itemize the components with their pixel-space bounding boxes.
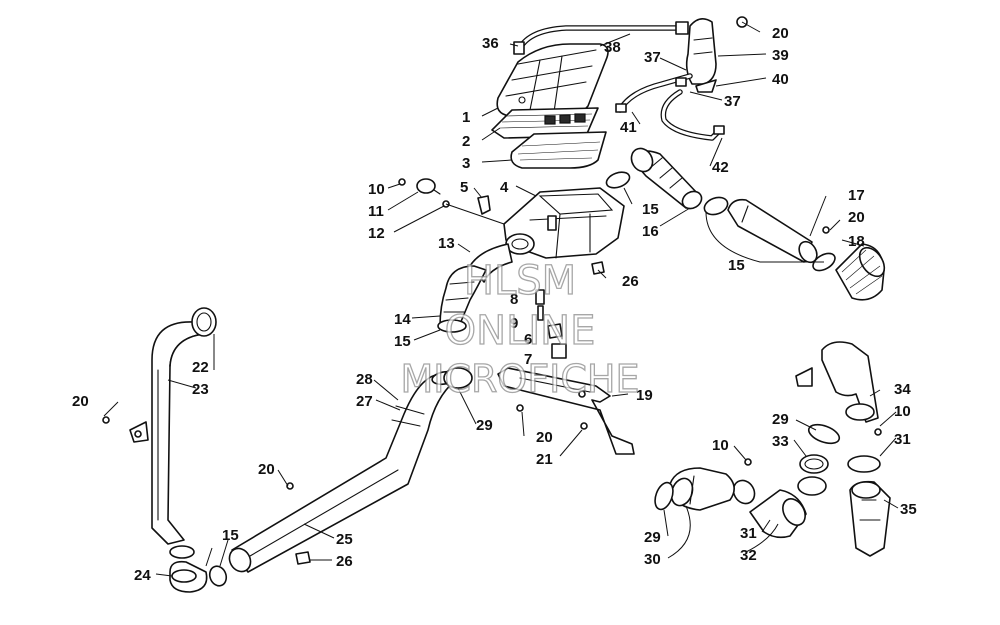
screw-21 <box>580 422 588 430</box>
adapter-32 <box>749 489 807 539</box>
callout-33: 33 <box>772 433 789 450</box>
clamp-31-right <box>847 428 882 473</box>
hose-clamp-37 <box>615 77 725 135</box>
support-bracket <box>497 367 635 455</box>
watermark: HLSM ONLINE MICROFICHE <box>400 257 640 401</box>
callout-2: 2 <box>462 133 470 150</box>
callout-10-b: 10 <box>894 403 911 420</box>
callout-3: 3 <box>462 155 470 172</box>
callout-32: 32 <box>740 547 757 564</box>
callout-15-b: 15 <box>642 201 659 218</box>
callout-1: 1 <box>462 109 470 126</box>
callout-42: 42 <box>712 159 729 176</box>
callout-24: 24 <box>134 567 151 584</box>
callout-31-b: 31 <box>740 525 757 542</box>
callout-35: 35 <box>900 501 917 518</box>
callout-10-c: 10 <box>712 437 729 454</box>
air-filter-element <box>491 107 599 139</box>
callout-21: 21 <box>536 451 553 468</box>
screw-20-right <box>822 226 830 234</box>
callout-26-a: 26 <box>622 273 639 290</box>
callout-15-d: 15 <box>222 527 239 544</box>
nut-26-lower <box>295 551 311 565</box>
drain-valve <box>535 289 567 359</box>
callout-12: 12 <box>368 225 385 242</box>
clamp-29-lower <box>654 481 674 511</box>
duct-35 <box>849 480 891 557</box>
clamp-15-top <box>605 171 729 216</box>
callout-30: 30 <box>644 551 661 568</box>
callout-20-d: 20 <box>72 393 89 410</box>
callout-7: 7 <box>524 351 532 368</box>
callout-10-a: 10 <box>368 181 385 198</box>
duct-34 <box>795 341 879 423</box>
elbow-24 <box>169 545 208 593</box>
callout-29-a: 29 <box>476 417 493 434</box>
clip-5 <box>477 195 491 215</box>
intake-duct-14 <box>437 265 487 333</box>
callout-34: 34 <box>894 381 911 398</box>
nut-26-top <box>591 261 605 275</box>
callout-19: 19 <box>636 387 653 404</box>
callout-20-b: 20 <box>848 209 865 226</box>
watermark-line-2: ONLINE <box>445 308 596 354</box>
callout-9: 9 <box>510 315 518 332</box>
callout-20-a: 20 <box>772 25 789 42</box>
callout-6: 6 <box>524 331 532 348</box>
clamp-31-mid <box>732 458 756 505</box>
screw-20-duct <box>286 482 294 490</box>
callout-20-c: 20 <box>536 429 553 446</box>
callout-22: 22 <box>192 359 209 376</box>
callout-41: 41 <box>620 119 637 136</box>
callout-13: 13 <box>438 235 455 252</box>
callout-40: 40 <box>772 71 789 88</box>
callout-4: 4 <box>500 179 509 196</box>
clamp-15-lower <box>208 565 228 587</box>
callout-16: 16 <box>642 223 659 240</box>
airbox-cover <box>496 43 609 117</box>
hose-fitting <box>513 21 689 55</box>
screw-20-left <box>102 416 110 424</box>
duct-22-23 <box>129 307 217 545</box>
callout-14: 14 <box>394 311 411 328</box>
watermark-line-1: HLSM <box>464 258 576 304</box>
breather-hose-42 <box>660 89 721 141</box>
air-filter-18 <box>835 243 886 301</box>
callout-29-c: 29 <box>644 529 661 546</box>
callout-15-c: 15 <box>728 257 745 274</box>
coupler-33 <box>797 454 829 496</box>
callout-25: 25 <box>336 531 353 548</box>
callout-8: 8 <box>510 291 518 308</box>
screw-20-mid <box>516 404 524 412</box>
watermark-line-3: MICROFICHE <box>400 357 639 401</box>
elbow-30 <box>669 467 735 511</box>
callout-11: 11 <box>368 203 384 220</box>
callout-5: 5 <box>460 179 468 196</box>
callout-26-b: 26 <box>336 553 353 570</box>
callout-numbers: 1 2 3 4 5 10 11 12 13 14 15 8 9 6 7 36 3… <box>72 25 917 584</box>
callout-23: 23 <box>192 381 209 398</box>
callout-39: 39 <box>772 47 789 64</box>
callout-36: 36 <box>482 35 499 52</box>
callout-15-a: 15 <box>394 333 411 350</box>
grommet-fitting <box>398 178 505 225</box>
leader-lines <box>103 21 899 577</box>
callout-31-a: 31 <box>894 431 911 448</box>
intake-hose-16 <box>630 147 703 210</box>
intake-hose-17 <box>727 198 818 264</box>
callout-28: 28 <box>356 371 373 388</box>
breather-bracket <box>695 79 717 93</box>
callout-29-b: 29 <box>772 411 789 428</box>
callout-38: 38 <box>604 39 621 56</box>
clamp-29-right <box>807 423 841 445</box>
callout-27: 27 <box>356 393 373 410</box>
callout-37-a: 37 <box>644 49 661 66</box>
callout-37-b: 37 <box>724 93 741 110</box>
breather-housing <box>685 18 717 85</box>
callout-18: 18 <box>848 233 865 250</box>
callout-20-e: 20 <box>258 461 275 478</box>
callout-17: 17 <box>848 187 865 204</box>
